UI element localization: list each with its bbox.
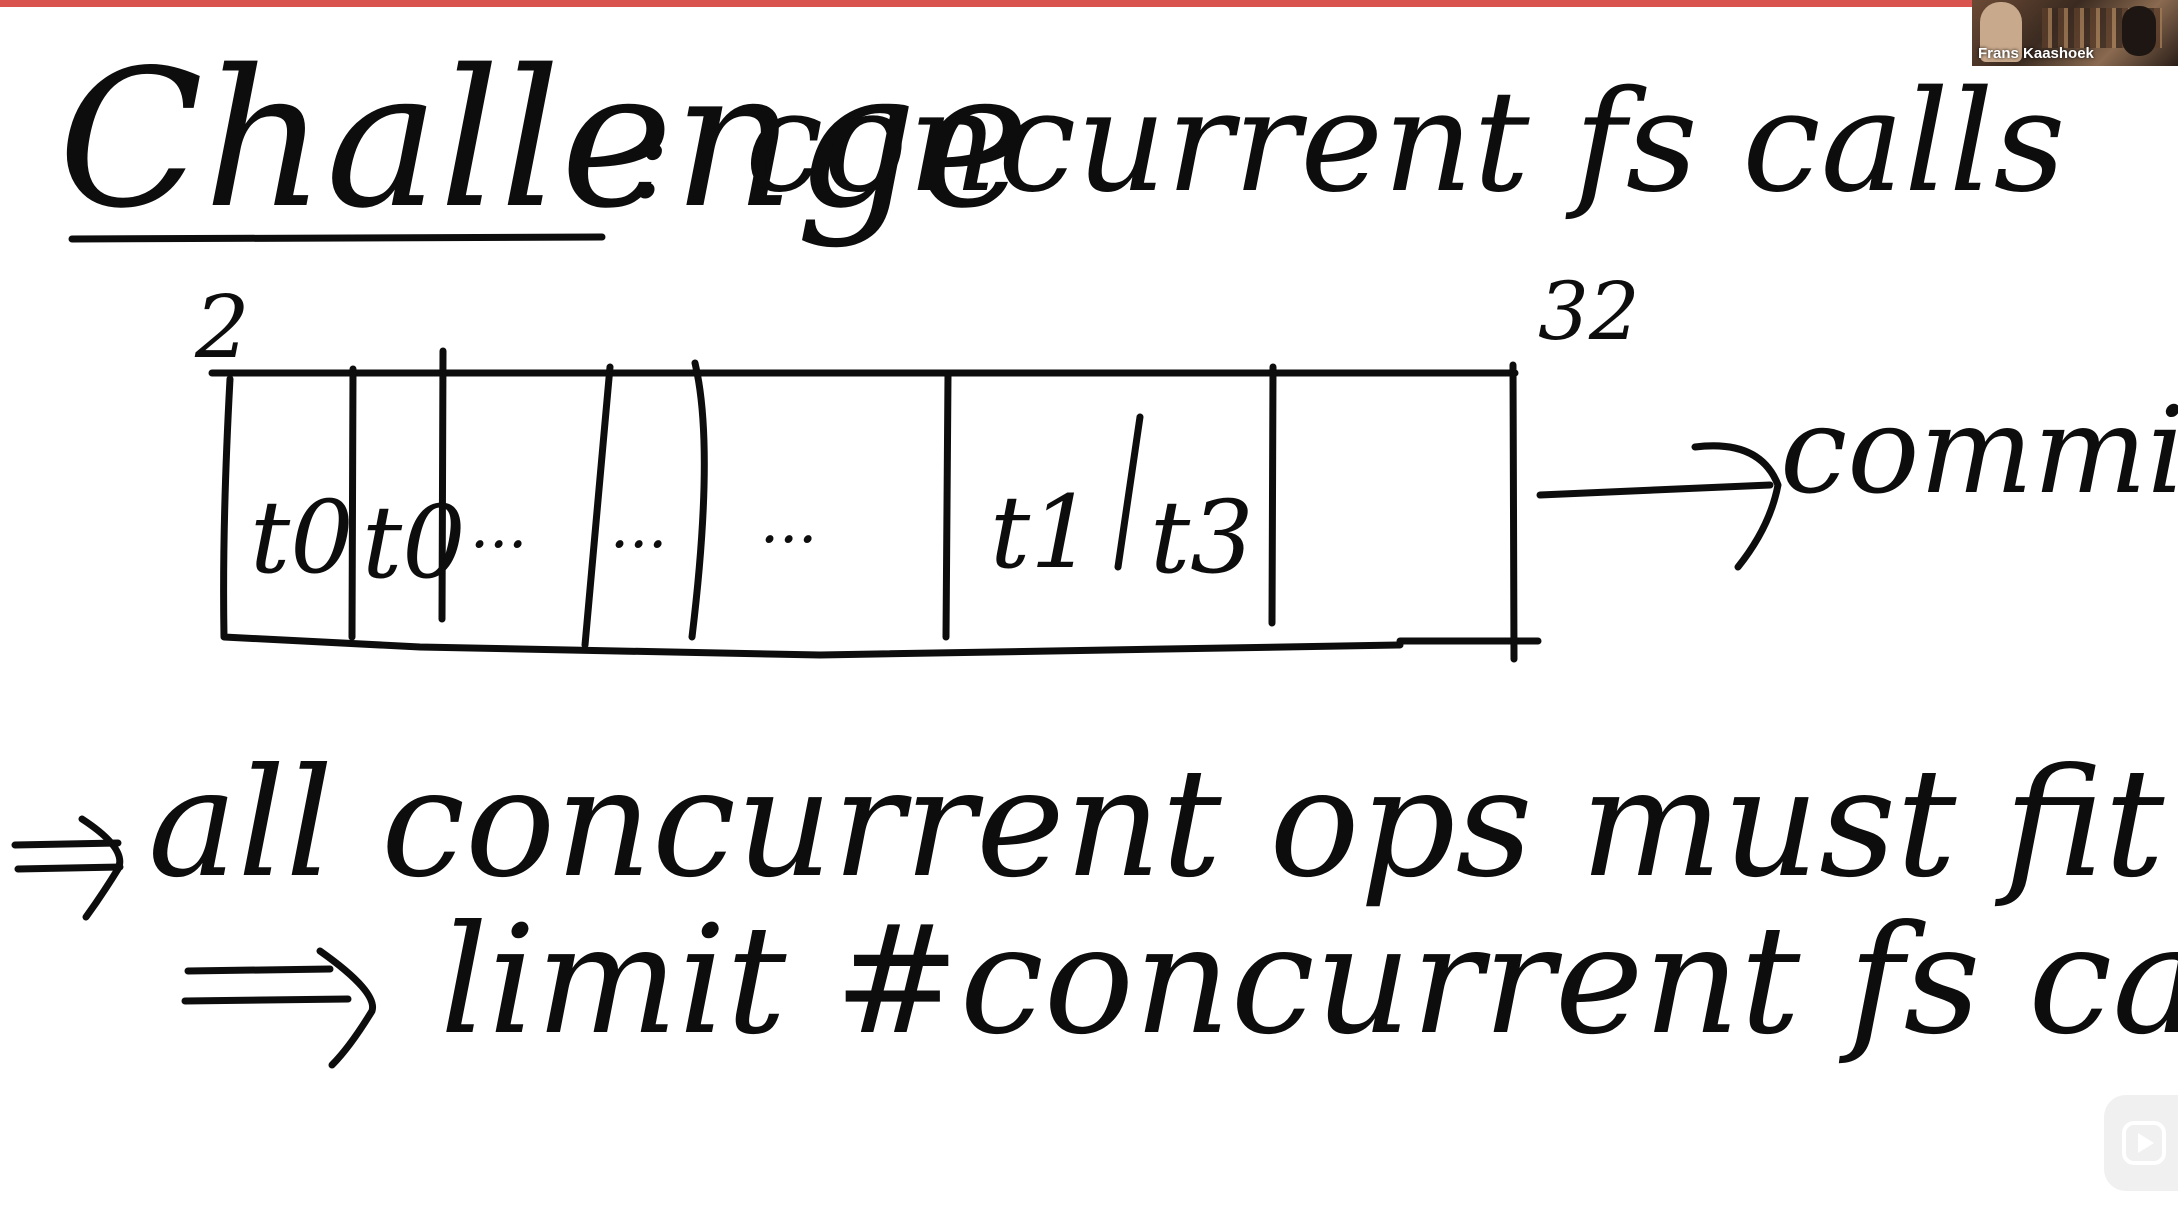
whiteboard-canvas: Challenge : concurrent fs calls 2 32 t0 … — [0, 7, 2178, 1218]
video-call-thumbnail[interactable]: Frans Kaashoek — [1972, 0, 2178, 66]
title-challenge: Challenge — [58, 29, 1029, 250]
commit-label: commit — [1780, 382, 2178, 521]
block-label-dots-c: ... — [760, 487, 817, 557]
block-label-t0-b: t0 — [362, 484, 466, 601]
participant-video-dark — [2122, 6, 2156, 56]
participant-video — [1980, 2, 2022, 62]
block-label-dots-b: ... — [610, 492, 667, 562]
log-start-number: 2 — [194, 278, 250, 378]
commit-arrow — [1536, 442, 1782, 571]
block-label-t1: t1 — [990, 474, 1094, 591]
implication-1-text: all concurrent ops must fit — [148, 737, 2165, 911]
play-icon — [2122, 1121, 2166, 1165]
title-colon: : — [630, 87, 670, 226]
implication-arrow-2 — [181, 947, 377, 1069]
implication-arrow-1 — [11, 815, 124, 921]
block-label-t0-a: t0 — [250, 479, 354, 596]
window-top-bar — [0, 0, 2178, 7]
block-slash — [1114, 413, 1144, 571]
title-rest: concurrent fs calls — [745, 61, 2066, 224]
log-box — [208, 347, 1542, 663]
implication-2-text: limit #concurrent fs calls — [440, 894, 2178, 1068]
whiteboard-drawing: Challenge : concurrent fs calls 2 32 t0 … — [11, 29, 2178, 1069]
block-label-dots-a: ... — [470, 492, 527, 562]
block-label-t3: t3 — [1150, 479, 1254, 596]
participant-name: Frans Kaashoek — [1978, 45, 2094, 62]
log-end-number: 32 — [1538, 265, 1640, 358]
title-underline — [68, 233, 606, 243]
play-button[interactable] — [2104, 1095, 2178, 1191]
